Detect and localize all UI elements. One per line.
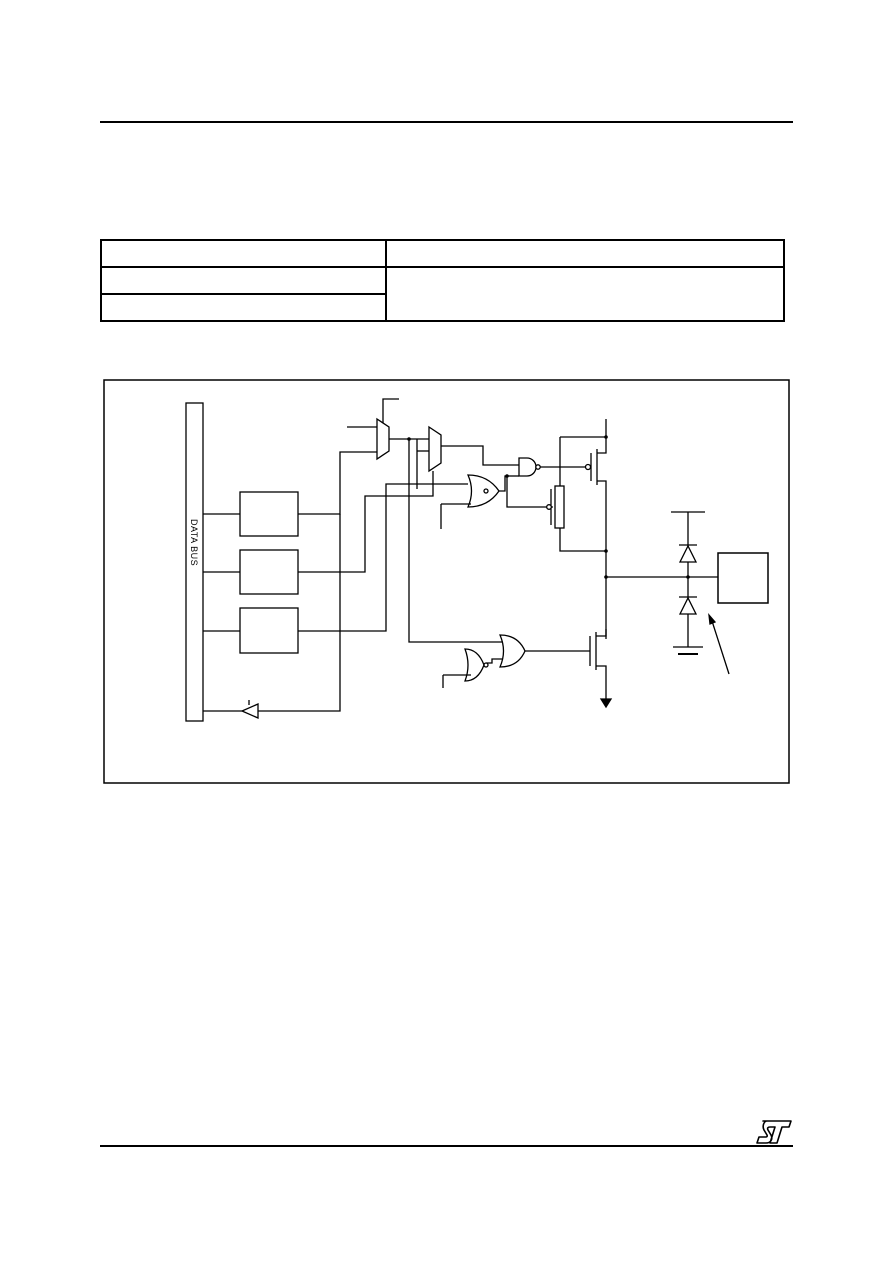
- table-row: [100, 293, 784, 322]
- table-cell: [100, 266, 387, 295]
- nand-gate: [518, 457, 537, 477]
- diode-lower-icon: [678, 596, 698, 615]
- nor-gate-lower: [499, 634, 526, 668]
- header-rule: [100, 121, 793, 123]
- mux-2: [428, 425, 442, 473]
- data-bus: [185, 402, 204, 722]
- register-block-1: [239, 491, 299, 537]
- table-cell: [100, 293, 387, 322]
- io-port-schematic: DATA BUS: [103, 379, 790, 784]
- input-buffer: [240, 703, 259, 719]
- diode-upper-icon: [678, 544, 698, 563]
- figure-frame: [103, 379, 790, 784]
- nor-gate-small: [464, 648, 485, 682]
- st-logo-icon: [756, 1120, 792, 1144]
- register-block-3: [239, 607, 299, 654]
- pad: [717, 552, 769, 604]
- table-header-cell: [100, 239, 387, 268]
- table-row: [100, 239, 785, 268]
- table-row: [100, 266, 785, 322]
- mux-1: [376, 417, 390, 461]
- pointer-arrow-icon: [708, 612, 717, 625]
- data-bus-label: DATA BUS: [189, 519, 199, 566]
- table-cell: [385, 266, 785, 322]
- table-header-cell: [385, 239, 785, 268]
- pass-transistor: [554, 485, 565, 529]
- ground-arrow-icon: [599, 698, 613, 709]
- footer-rule: [100, 1145, 793, 1147]
- config-table: [100, 239, 785, 322]
- register-block-2: [239, 549, 299, 595]
